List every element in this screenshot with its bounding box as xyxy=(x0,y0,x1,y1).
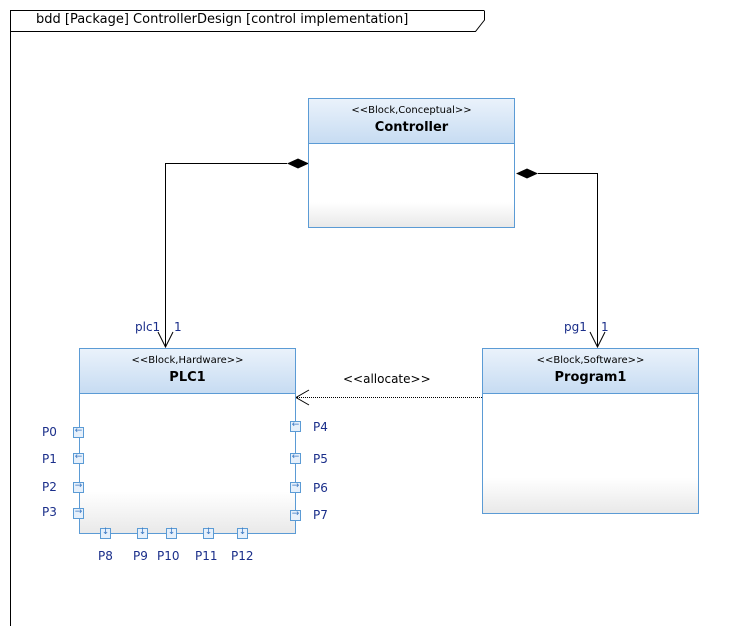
controller-header: <<Block,Conceptual>> Controller xyxy=(309,99,514,144)
plc1-body xyxy=(80,394,295,533)
controller-body xyxy=(309,144,514,227)
port-p9-icon[interactable] xyxy=(137,527,148,539)
program-multiplicity: 1 xyxy=(601,320,609,334)
port-p4-label: P4 xyxy=(313,420,328,434)
port-p7-icon[interactable] xyxy=(290,509,301,521)
program1-block[interactable]: <<Block,Software>> Program1 xyxy=(482,348,699,514)
port-p2-label: P2 xyxy=(42,480,57,494)
program1-name: Program1 xyxy=(554,370,627,385)
controller-name: Controller xyxy=(374,120,449,135)
port-p12-label: P12 xyxy=(231,549,254,563)
navigability-arrow-plc xyxy=(157,331,174,349)
frame-border xyxy=(10,10,484,626)
port-p6-label: P6 xyxy=(313,481,328,495)
program1-body xyxy=(483,394,698,513)
port-p7-label: P7 xyxy=(313,508,328,522)
plc1-name: PLC1 xyxy=(169,370,206,385)
composition-line-program xyxy=(538,173,598,346)
program1-stereotype: <<Block,Software>> xyxy=(536,355,645,366)
allocate-label: <<allocate>> xyxy=(343,372,431,386)
composition-line-plc xyxy=(165,163,287,346)
port-p3-label: P3 xyxy=(42,505,57,519)
navigability-arrow-program xyxy=(589,331,606,349)
frame-title: bdd [Package] ControllerDesign [control … xyxy=(36,12,409,27)
plc1-block[interactable]: <<Block,Hardware>> PLC1 xyxy=(79,348,296,534)
port-p5-label: P5 xyxy=(313,452,328,466)
composition-diamond-plc xyxy=(287,158,309,169)
port-p11-label: P11 xyxy=(195,549,218,563)
program1-header: <<Block,Software>> Program1 xyxy=(483,349,698,394)
controller-block[interactable]: <<Block,Conceptual>> Controller xyxy=(308,98,515,228)
port-p5-icon[interactable] xyxy=(290,452,301,464)
port-p9-label: P9 xyxy=(133,549,148,563)
port-p10-icon[interactable] xyxy=(166,527,177,539)
port-p4-icon[interactable] xyxy=(290,420,301,432)
port-p10-label: P10 xyxy=(157,549,180,563)
plc-role-label: plc1 xyxy=(135,320,161,334)
port-p3-icon[interactable] xyxy=(73,507,84,519)
frame-title-tab xyxy=(10,10,485,32)
composition-diamond-program xyxy=(516,168,538,179)
plc1-header: <<Block,Hardware>> PLC1 xyxy=(80,349,295,394)
controller-stereotype: <<Block,Conceptual>> xyxy=(351,105,472,116)
port-p0-icon[interactable] xyxy=(73,426,84,438)
port-p6-icon[interactable] xyxy=(290,481,301,493)
port-p1-icon[interactable] xyxy=(73,452,84,464)
port-p8-icon[interactable] xyxy=(100,527,111,539)
plc1-stereotype: <<Block,Hardware>> xyxy=(131,355,244,366)
port-p12-icon[interactable] xyxy=(237,527,248,539)
port-p0-label: P0 xyxy=(42,425,57,439)
plc-multiplicity: 1 xyxy=(174,320,182,334)
port-p2-icon[interactable] xyxy=(73,481,84,493)
allocate-arrowhead xyxy=(294,389,310,406)
port-p11-icon[interactable] xyxy=(203,527,214,539)
port-p8-label: P8 xyxy=(98,549,113,563)
port-p1-label: P1 xyxy=(42,452,57,466)
program-role-label: pg1 xyxy=(564,320,587,334)
